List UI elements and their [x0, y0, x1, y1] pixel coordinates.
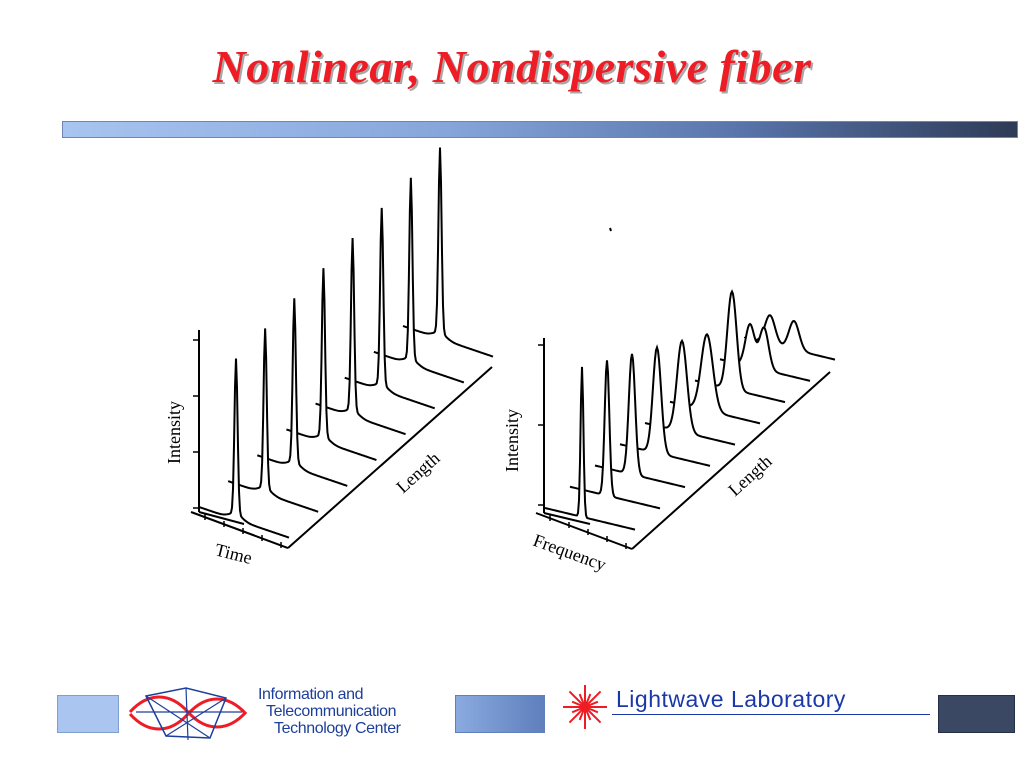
- time-axis-ticks: [193, 339, 282, 548]
- time-plot-x-label: Time: [213, 539, 254, 567]
- time-pulse-trace: [402, 147, 494, 358]
- time-pulse-trace: [344, 207, 436, 410]
- time-pulse-trace: [256, 298, 348, 487]
- slide-title: Nonlinear, Nondispersive fiber: [212, 41, 812, 92]
- frequency-domain-plot: Intensity Frequency Length: [502, 227, 836, 575]
- lab-name: Lightwave Laboratory: [616, 686, 846, 712]
- time-plot-y-label: Intensity: [164, 401, 184, 464]
- time-pulse-trace: [373, 177, 465, 384]
- footer-block-middle: [455, 695, 545, 733]
- lab-name-underline: [612, 714, 930, 715]
- frequency-baseline: [543, 512, 591, 525]
- stray-dot: [609, 227, 612, 232]
- ict-logo-icon: [128, 687, 248, 741]
- time-pulse-trace: [286, 268, 377, 461]
- time-domain-plot: Intensity Time Length: [164, 147, 494, 568]
- time-axis: [190, 511, 289, 549]
- frequency-axis: [535, 512, 633, 550]
- frequency-plot-y-label: Intensity: [502, 409, 522, 472]
- frequency-domain-traces: [543, 289, 836, 531]
- frequency-axis-ticks: [538, 344, 627, 549]
- title-underline-bar: [62, 121, 1018, 138]
- footer-block-left: [57, 695, 119, 733]
- time-pulse-trace: [198, 358, 290, 539]
- ict-center-name: Information and Telecommunication Techno…: [252, 686, 452, 737]
- time-plot-length-label: Length: [392, 448, 443, 497]
- time-length-axis: [287, 366, 493, 549]
- ict-line-3: Technology Center: [274, 720, 401, 737]
- footer-block-right: [938, 695, 1015, 733]
- ict-line-2: Telecommunication: [266, 703, 397, 720]
- time-pulse-trace: [315, 237, 406, 436]
- frequency-length-axis: [631, 371, 831, 550]
- time-domain-traces: [198, 147, 494, 539]
- frequency-spectrum-trace: [544, 366, 636, 531]
- time-baseline: [198, 511, 245, 525]
- time-pulse-trace: [227, 328, 319, 513]
- laser-burst-icon: [563, 685, 607, 729]
- ict-line-1: Information and: [258, 686, 364, 703]
